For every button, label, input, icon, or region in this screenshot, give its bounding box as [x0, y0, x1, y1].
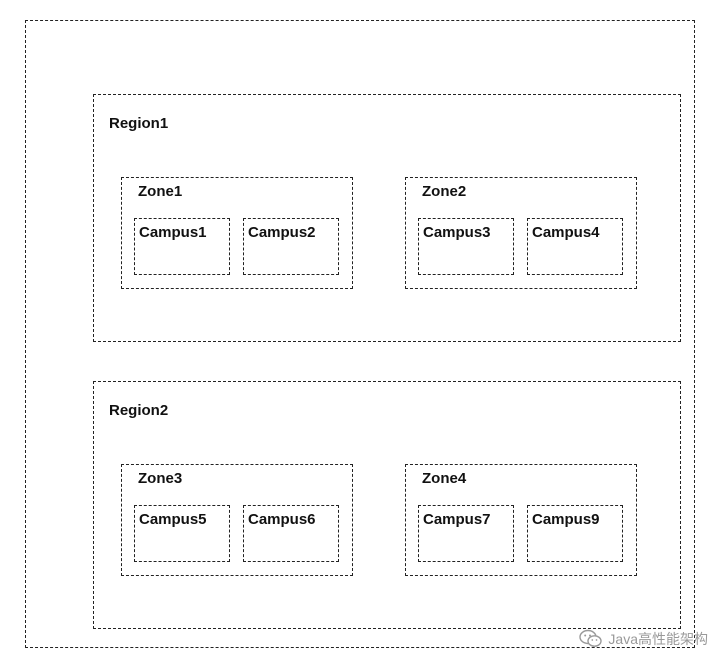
zone-label: Zone3: [138, 470, 183, 487]
campus-label: Campus9: [532, 511, 600, 528]
campus-4: Campus4: [527, 218, 623, 275]
watermark: Java高性能架构: [579, 629, 708, 649]
campus-3: Campus3: [418, 218, 514, 275]
campus-2: Campus2: [243, 218, 339, 275]
campus-9: Campus9: [527, 505, 623, 562]
campus-label: Campus4: [532, 224, 600, 241]
zone-2: Zone2 Campus3 Campus4: [405, 177, 637, 289]
campus-5: Campus5: [134, 505, 230, 562]
outer-boundary: Region1 Zone1 Campus1 Campus2 Zone2 Camp…: [25, 20, 695, 648]
watermark-text: Java高性能架构: [608, 631, 708, 647]
zone-label: Zone2: [422, 183, 467, 200]
campus-label: Campus5: [139, 511, 207, 528]
wechat-icon: [579, 629, 603, 647]
region-label: Region1: [109, 115, 169, 132]
zone-4: Zone4 Campus7 Campus9: [405, 464, 637, 576]
campus-label: Campus3: [423, 224, 491, 241]
zone-label: Zone1: [138, 183, 183, 200]
zone-label: Zone4: [422, 470, 467, 487]
zone-1: Zone1 Campus1 Campus2: [121, 177, 353, 289]
campus-label: Campus1: [139, 224, 207, 241]
campus-label: Campus2: [248, 224, 316, 241]
campus-7: Campus7: [418, 505, 514, 562]
region-1: Region1 Zone1 Campus1 Campus2 Zone2 Camp…: [93, 94, 681, 342]
region-2: Region2 Zone3 Campus5 Campus6 Zone4 Camp…: [93, 381, 681, 629]
campus-6: Campus6: [243, 505, 339, 562]
campus-1: Campus1: [134, 218, 230, 275]
zone-3: Zone3 Campus5 Campus6: [121, 464, 353, 576]
region-label: Region2: [109, 402, 169, 419]
campus-label: Campus7: [423, 511, 491, 528]
campus-label: Campus6: [248, 511, 316, 528]
